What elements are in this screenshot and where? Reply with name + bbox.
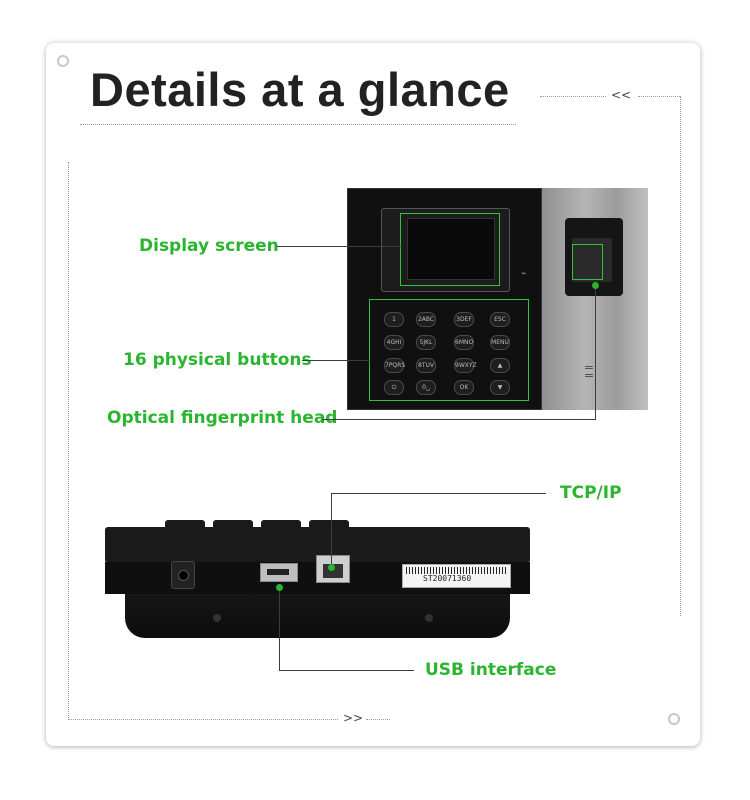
- keypad-highlight: [369, 299, 529, 401]
- leader-usb-v: [279, 587, 280, 670]
- bottom-arrow: >>: [343, 711, 364, 725]
- page-title: Details at a glance: [90, 63, 510, 116]
- device-base: [125, 594, 510, 638]
- top-dotted-line-left: [540, 96, 606, 97]
- serial-sticker: ST20071360: [402, 564, 511, 588]
- punch-hole-top: [57, 55, 69, 67]
- leader-fingerprint-v: [595, 285, 596, 420]
- keypad-key[interactable]: MENU: [490, 335, 510, 350]
- dc-power-jack: [171, 561, 195, 589]
- keypad-key[interactable]: ▼: [490, 380, 510, 395]
- fingerprint-highlight: [572, 244, 603, 280]
- fingerprint-marker: [592, 282, 599, 289]
- screw-left: [213, 614, 221, 622]
- right-dotted-line: [680, 96, 681, 616]
- keypad-key[interactable]: 4GHI: [384, 335, 404, 350]
- keypad-key[interactable]: ▲: [490, 358, 510, 373]
- screw-right: [425, 614, 433, 622]
- speaker-grille-icon: ══: [585, 362, 593, 382]
- leader-buttons: [302, 360, 370, 361]
- keypad-key[interactable]: ⏻: [384, 380, 404, 395]
- fingerprint-sensor: [572, 238, 612, 282]
- serial-number: ST20071360: [423, 574, 472, 583]
- attendance-device-front: ⌁ 1 2ABC 3DEF ESC 4GHI 5JKL 6MNO MENU 7PQRS 8TUV 9…: [347, 188, 648, 410]
- attendance-device-bottom: ST20071360: [105, 520, 530, 640]
- label-display-screen: Display screen: [139, 236, 279, 256]
- leader-tcpip-v: [331, 493, 332, 567]
- top-dotted-line-right: [638, 96, 680, 97]
- leader-fingerprint-h: [322, 419, 595, 420]
- keypad-key[interactable]: 5JKL: [416, 335, 436, 350]
- keypad-key[interactable]: 7PQRS: [384, 358, 405, 373]
- leader-tcpip-h: [331, 493, 546, 494]
- label-fingerprint: Optical fingerprint head: [107, 408, 338, 428]
- left-dotted-line: [68, 162, 69, 720]
- punch-hole-bottom: [668, 713, 680, 725]
- card-icon: ⌁: [521, 268, 527, 278]
- display-highlight: [400, 213, 500, 286]
- usb-port: [260, 563, 298, 582]
- label-usb: USB interface: [425, 660, 557, 680]
- keypad-key[interactable]: 2ABC: [416, 312, 436, 327]
- label-tcpip: TCP/IP: [560, 483, 622, 503]
- keypad-key[interactable]: ESC: [490, 312, 510, 327]
- tcpip-marker: [328, 564, 335, 571]
- top-arrow: <<: [611, 88, 632, 102]
- keypad-key[interactable]: 3DEF: [454, 312, 474, 327]
- display-screen: [407, 218, 495, 280]
- bottom-dotted-line-right: [366, 719, 390, 720]
- keypad-key[interactable]: 9WXYZ: [454, 358, 477, 373]
- bottom-dotted-line-left: [68, 719, 338, 720]
- keypad-key[interactable]: 0␣: [416, 380, 436, 395]
- title-underline: [80, 124, 516, 125]
- keypad-key[interactable]: 1: [384, 312, 404, 327]
- keypad-key[interactable]: 6MNO: [454, 335, 474, 350]
- keypad-key[interactable]: OK: [454, 380, 474, 395]
- keypad-key[interactable]: 8TUV: [416, 358, 436, 373]
- leader-usb-h: [279, 670, 414, 671]
- leader-display-screen: [277, 246, 402, 247]
- usb-marker: [276, 584, 283, 591]
- label-buttons: 16 physical buttons: [123, 350, 312, 370]
